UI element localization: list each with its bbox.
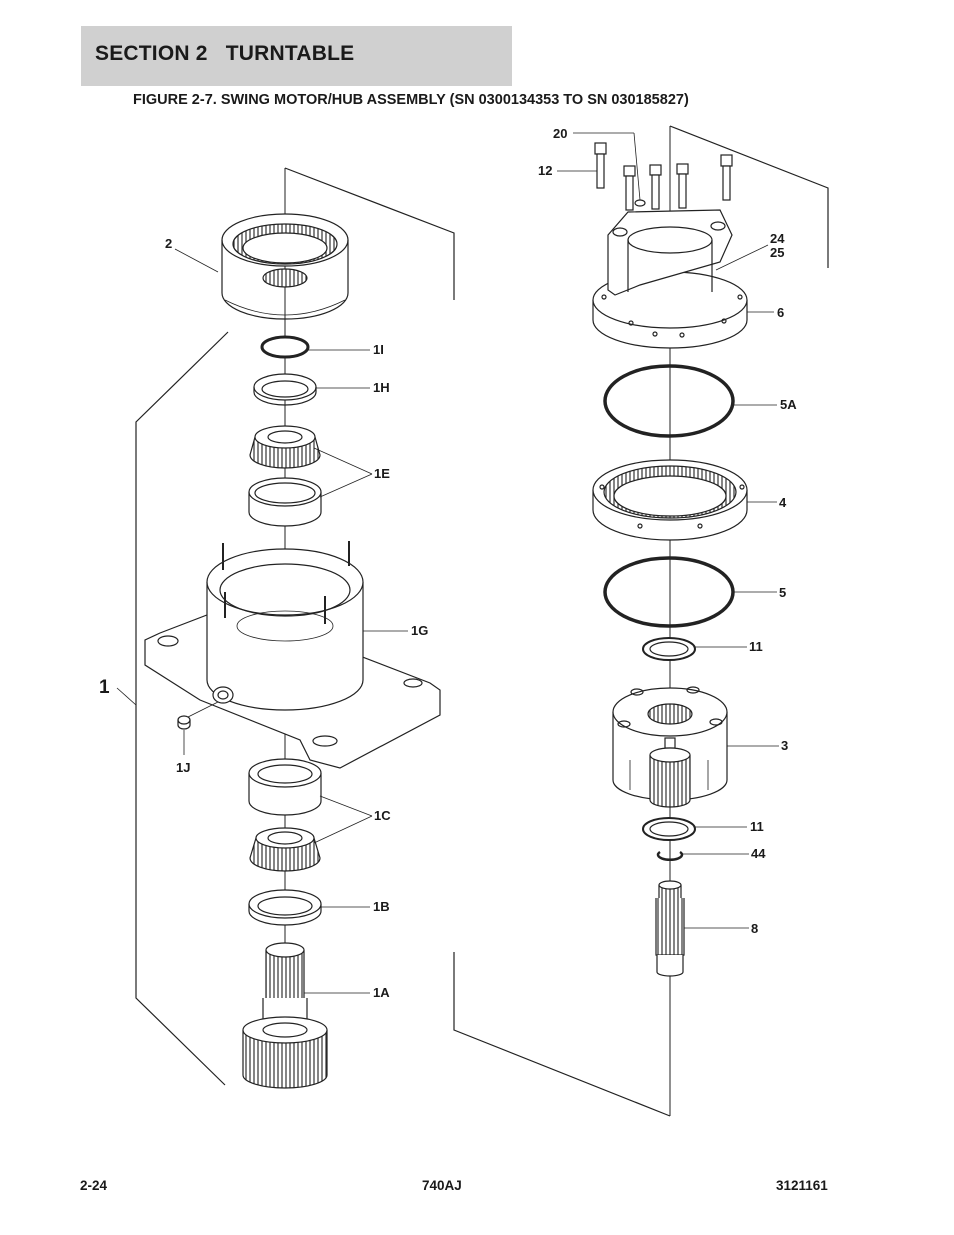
seal-part-1H: [253, 373, 317, 406]
left-group-bracket: [135, 331, 229, 1086]
pinion-shaft-part-1A: [242, 942, 328, 1089]
left-top-bracket: [284, 167, 455, 300]
right-assembly: [453, 125, 829, 1117]
motor-mount-part-6: [592, 209, 748, 349]
callout-1B: 1B: [373, 899, 390, 914]
bearing-cup-part-1E: [248, 477, 322, 527]
retaining-ring-part-44: [656, 850, 684, 862]
callout-11-lower: 11: [750, 819, 764, 834]
bearing-cup-part-1C: [248, 758, 322, 816]
callout-5: 5: [779, 585, 786, 600]
right-bottom-bracket: [453, 952, 671, 1117]
callout-1: 1: [99, 677, 110, 698]
callout-1C: 1C: [374, 808, 391, 823]
section-banner: SECTION 2 TURNTABLE: [81, 26, 512, 86]
seal-part-1B: [248, 889, 322, 926]
callout-11-upper: 11: [749, 639, 763, 654]
callout-4: 4: [779, 495, 787, 510]
snap-ring-part-1I: [260, 335, 310, 359]
callout-12: 12: [538, 163, 552, 178]
footer-model: 740AJ: [422, 1178, 462, 1193]
callout-1H: 1H: [373, 380, 390, 395]
plug-part-1J: [177, 715, 191, 755]
left-assembly: [116, 167, 455, 1089]
footer-document-number: 3121161: [776, 1178, 828, 1193]
bearing-cone-part-1C: [249, 827, 321, 872]
callout-24: 24: [770, 231, 785, 246]
callout-1A: 1A: [373, 985, 390, 1000]
callout-20: 20: [553, 126, 567, 141]
nut-part-20: [634, 199, 646, 207]
bearing-cone-part-1E: [249, 425, 321, 469]
ring-gear-part-2: [221, 213, 349, 320]
bolts-part-12: [594, 142, 733, 211]
hub-housing-part-1G: [144, 541, 441, 769]
o-ring-part-5: [603, 556, 735, 628]
callout-labels: 2 1I 1H 1E 1G 1 1J 1C 1B 1A 20 12 24 25 …: [99, 126, 797, 1000]
callout-5A: 5A: [780, 397, 797, 412]
o-ring-part-5A: [603, 364, 735, 438]
ring-gear-part-4: [592, 459, 748, 541]
callout-1J: 1J: [176, 760, 190, 775]
callout-25: 25: [770, 245, 784, 260]
footer-page-number: 2-24: [80, 1178, 108, 1193]
planet-carrier-part-3: [612, 686, 728, 808]
callout-3: 3: [781, 738, 788, 753]
callout-8: 8: [751, 921, 758, 936]
thrust-washer-part-11-upper: [642, 637, 696, 661]
input-shaft-part-8: [655, 880, 685, 977]
callout-1G: 1G: [411, 623, 428, 638]
callout-2: 2: [165, 236, 172, 251]
callout-6: 6: [777, 305, 784, 320]
callout-44: 44: [751, 846, 766, 861]
figure-title: FIGURE 2-7. SWING MOTOR/HUB ASSEMBLY (SN…: [133, 92, 689, 108]
section-title: SECTION 2 TURNTABLE: [95, 42, 355, 65]
thrust-washer-part-11-lower: [642, 817, 696, 841]
callout-1E: 1E: [374, 466, 390, 481]
right-top-bracket: [669, 125, 829, 268]
callout-1I: 1I: [373, 342, 384, 357]
